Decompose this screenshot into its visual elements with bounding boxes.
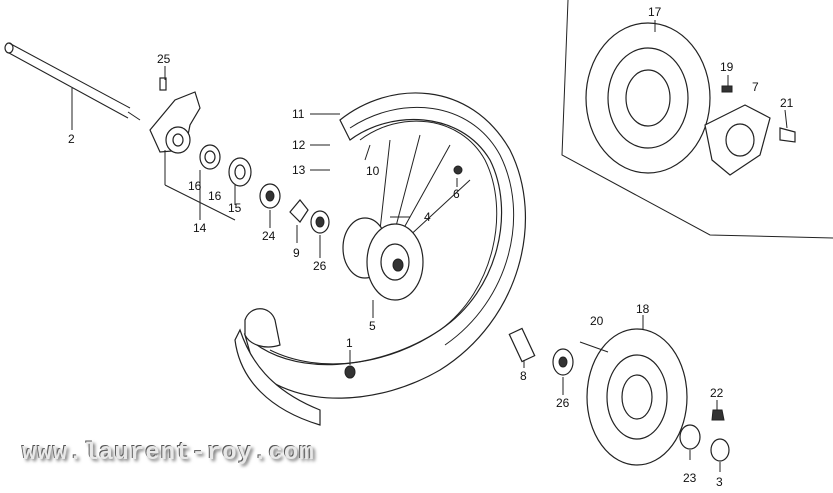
callout-11: 11 (292, 107, 305, 121)
axle (4, 42, 141, 121)
callout-1: 1 (346, 336, 353, 350)
front-brake-disc (508, 327, 730, 466)
callout-17: 17 (648, 5, 662, 19)
callout-4: 4 (424, 210, 431, 224)
callout-25: 25 (157, 52, 171, 66)
callout-8: 8 (520, 369, 527, 383)
callout-10: 10 (366, 164, 380, 178)
callout-3: 3 (716, 475, 723, 489)
callout-23: 23 (683, 471, 697, 485)
callout-14: 14 (193, 221, 207, 235)
callout-12: 12 (292, 138, 306, 152)
spoke-nipple (344, 365, 356, 379)
callout-9: 9 (293, 246, 300, 260)
callout-21: 21 (780, 96, 794, 110)
callout-22: 22 (710, 386, 724, 400)
callout-2: 2 (68, 132, 75, 146)
speedometer-gearbox (149, 77, 201, 154)
callout-26-b: 26 (556, 396, 570, 410)
callout-20: 20 (590, 314, 604, 328)
callout-6: 6 (453, 187, 460, 201)
callout-13: 13 (292, 163, 306, 177)
callout-16-a: 16 (188, 179, 202, 193)
callout-7: 7 (752, 80, 759, 94)
callout-5: 5 (369, 319, 376, 333)
callout-26-a: 26 (313, 259, 327, 273)
callout-19: 19 (720, 60, 734, 74)
callout-16-b: 16 (208, 189, 222, 203)
inset-box-outline (561, 0, 833, 239)
callout-18: 18 (636, 302, 650, 316)
tube (234, 328, 321, 426)
leader-lines (71, 20, 788, 472)
callout-15: 15 (228, 201, 242, 215)
hub-assembly (342, 217, 424, 301)
watermark-text: www.laurent-roy.com (22, 440, 315, 467)
inset-brake-disc (585, 22, 796, 176)
callout-labels: 2 25 16 16 15 14 24 9 26 11 12 13 10 6 4… (68, 5, 794, 489)
callout-24: 24 (262, 229, 276, 243)
left-seals (199, 144, 330, 234)
spoke-part (453, 165, 463, 175)
